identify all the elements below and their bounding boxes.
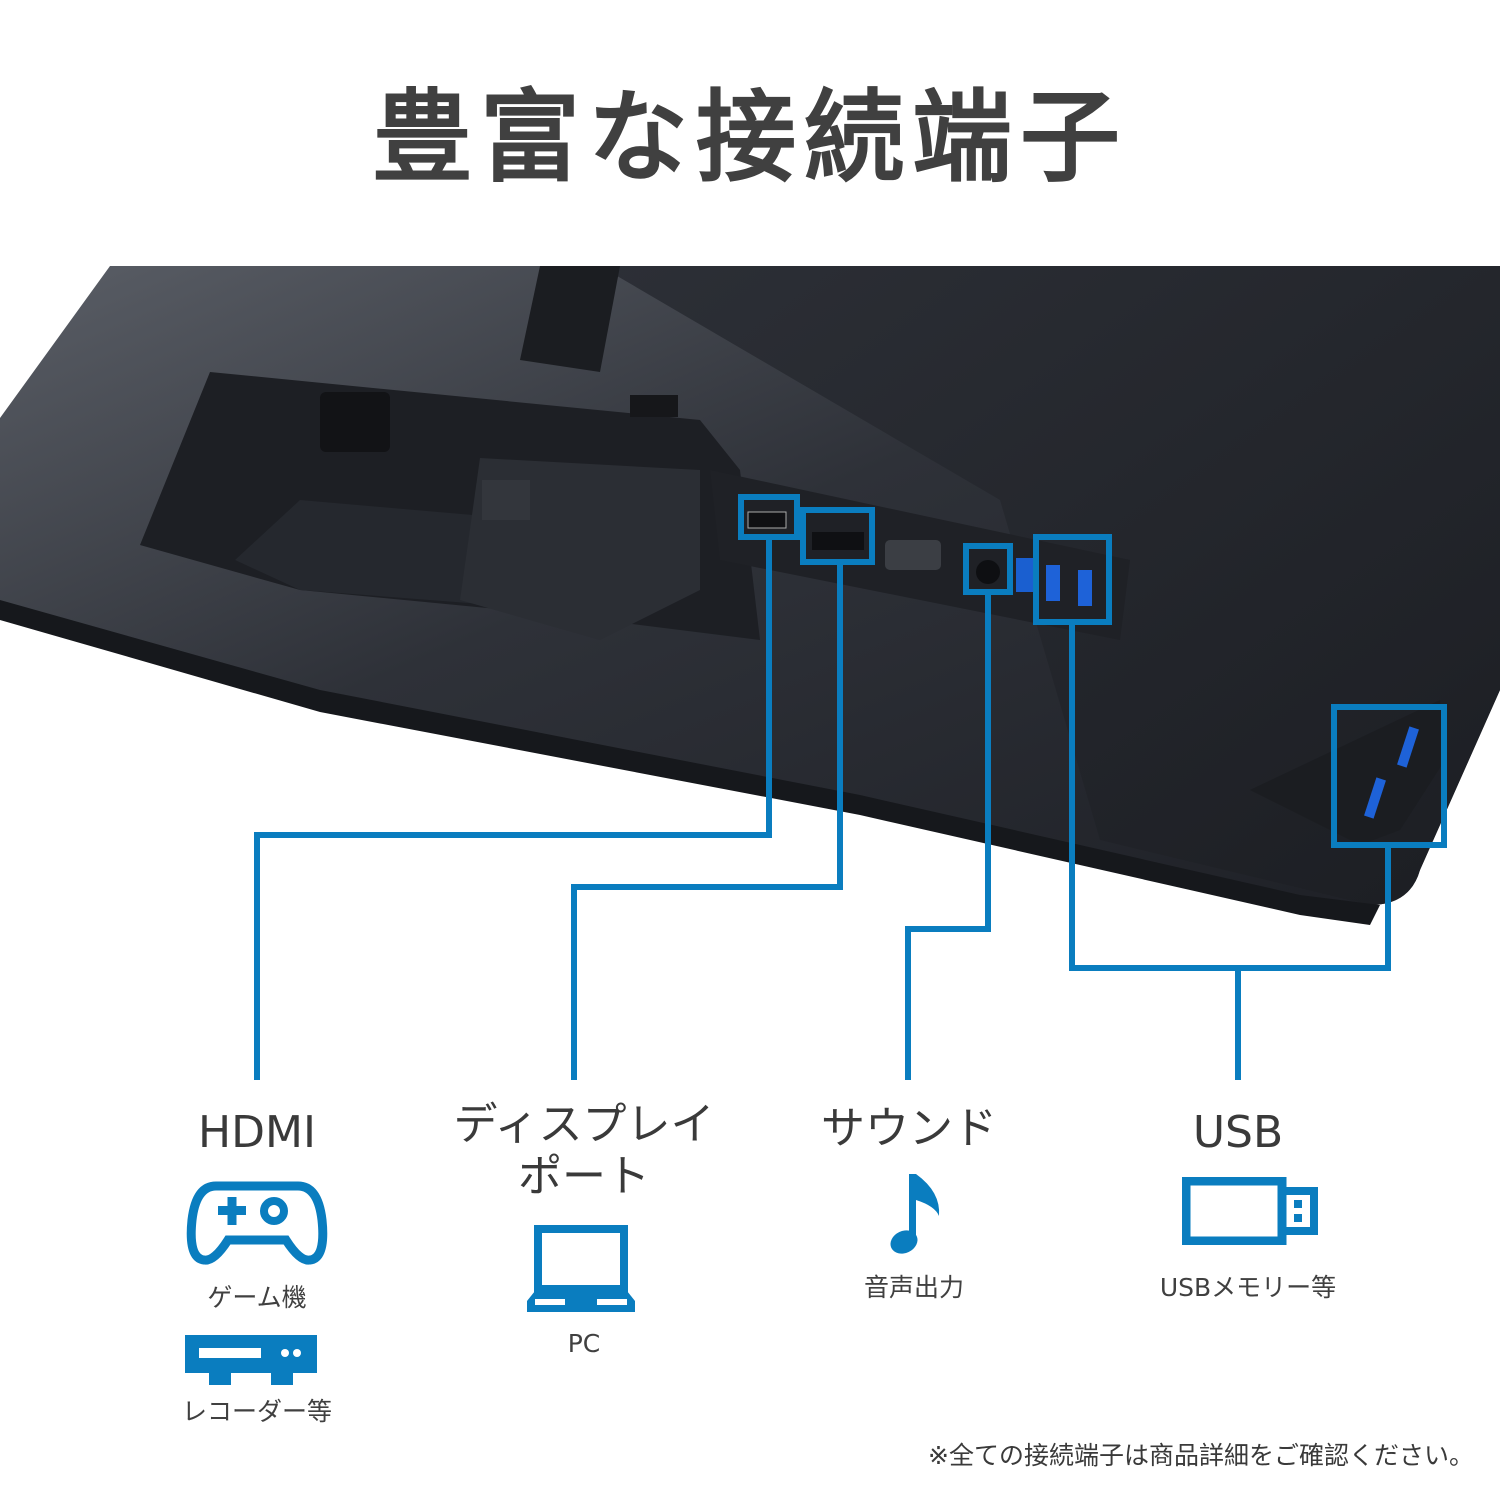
hdmi-label: HDMI — [198, 1107, 316, 1158]
sound-leader-line — [905, 592, 991, 1080]
recorder-caption: レコーダー等 — [181, 1397, 332, 1426]
usb-memory-caption: USBメモリー等 — [1159, 1273, 1337, 1302]
displayport-label-line1: ディスプレイ — [453, 1099, 715, 1150]
audio-jack — [976, 560, 1000, 584]
usb-port-1 — [1046, 565, 1060, 601]
footnote: ※全ての接続端子は商品詳細をご確認ください。 — [928, 1441, 1474, 1470]
usb-label: USB — [1192, 1107, 1284, 1158]
usb-stick-icon — [1182, 1177, 1318, 1245]
vga-port — [885, 540, 941, 570]
game-console-caption: ゲーム機 — [207, 1283, 307, 1312]
displayport-leader-line — [571, 562, 843, 1080]
game-controller-icon — [186, 1181, 328, 1265]
usb-upstream-port — [1016, 558, 1034, 592]
callout-lines — [254, 494, 1447, 1080]
hdmi-port — [747, 511, 787, 529]
side-usb-port-1 — [1364, 777, 1386, 819]
displayport-port — [812, 532, 864, 550]
recorder-icon — [185, 1335, 317, 1385]
audio-output-caption: 音声出力 — [863, 1273, 964, 1302]
pc-caption: PC — [567, 1329, 601, 1358]
page-title: 豊富な接続端子 — [372, 79, 1128, 196]
usb-leader-line — [1069, 622, 1391, 971]
power-connector — [320, 392, 390, 452]
sound-label: サウンド — [821, 1103, 997, 1154]
laptop-icon — [527, 1225, 635, 1312]
side-usb-port-2 — [1397, 726, 1419, 768]
displayport-label-line2: ポート — [518, 1151, 650, 1202]
usb-port-2 — [1078, 570, 1092, 606]
music-note-icon — [890, 1174, 940, 1254]
hdmi-leader-line — [254, 537, 772, 1080]
